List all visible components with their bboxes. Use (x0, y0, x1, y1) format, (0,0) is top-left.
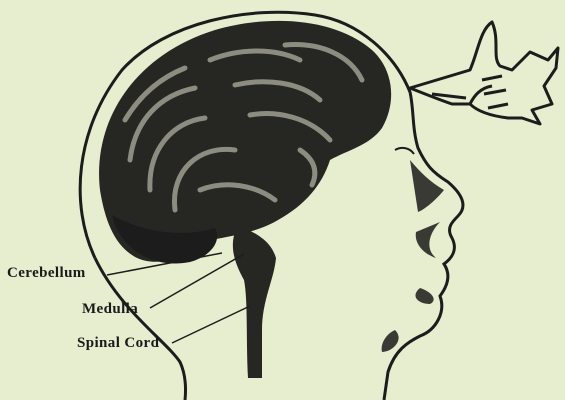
eye (395, 148, 414, 154)
spinal-cord-shape (233, 225, 276, 378)
nose-shading (416, 222, 440, 258)
brain-shape (99, 21, 391, 262)
mouth-shading (415, 288, 433, 304)
neck-back (95, 258, 185, 400)
pointing-hand-icon (410, 22, 558, 124)
spinal-cord-leader (172, 306, 250, 343)
medulla-label: Medulla (82, 301, 138, 318)
face-shading (410, 160, 444, 212)
cerebellum-label: Cerebellum (7, 265, 86, 282)
spinal-cord-label: Spinal Cord (77, 335, 159, 352)
chin-shading (382, 330, 399, 352)
